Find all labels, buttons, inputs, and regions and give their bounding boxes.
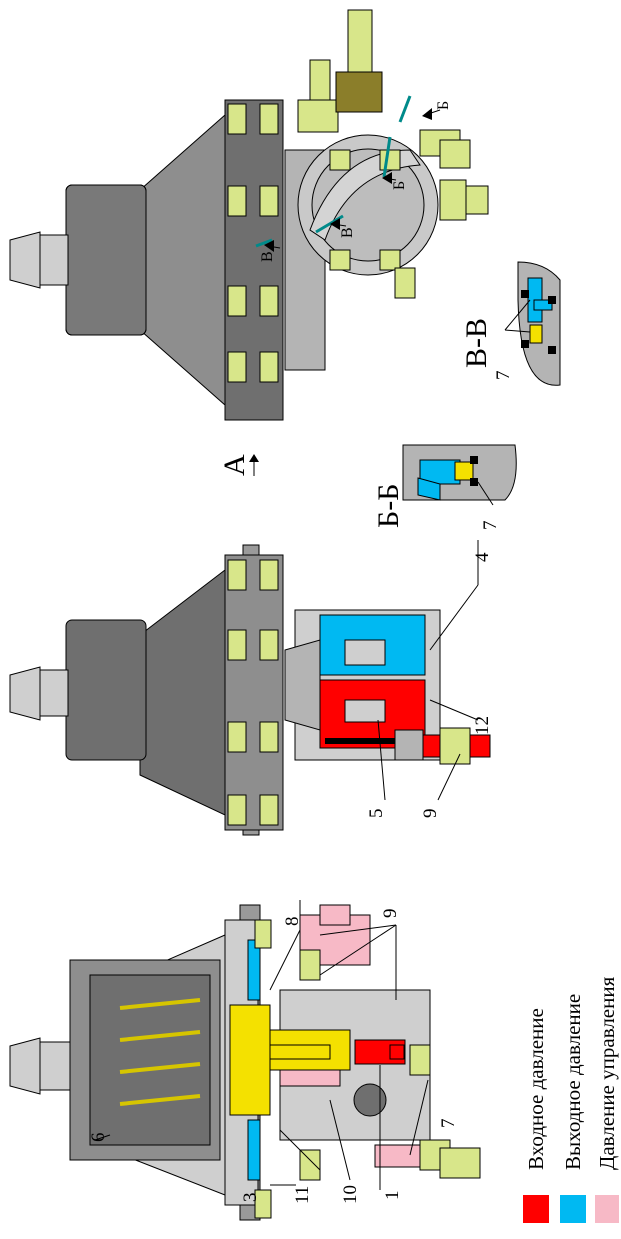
- label-9-mid: 9: [420, 809, 441, 819]
- label-7-vv: 7: [493, 371, 514, 381]
- section-bb-title: Б-Б: [372, 484, 405, 528]
- label-9-bottom: 9: [380, 909, 401, 919]
- legend: Входное давление Выходное давление Давле…: [523, 976, 619, 1223]
- label-3: 3: [240, 1193, 261, 1203]
- view-a-arrow: А: [218, 454, 259, 476]
- label-4: 4: [472, 552, 493, 562]
- cut-mark-b1: Б: [435, 101, 452, 110]
- label-12: 12: [472, 716, 493, 735]
- top-view: Б Б В В: [9, 9, 489, 421]
- legend-input-text: Входное давление: [524, 1008, 548, 1170]
- label-7-bb: 7: [480, 521, 501, 531]
- middle-view: [9, 540, 491, 836]
- legend-swatch-input: [523, 1195, 549, 1223]
- label-8: 8: [282, 917, 303, 927]
- view-a-title: А: [218, 454, 251, 476]
- label-1: 1: [382, 1191, 403, 1201]
- cut-mark-v1: В: [339, 227, 356, 238]
- cut-mark-v2: В: [259, 251, 276, 262]
- cut-mark-b2: Б: [391, 181, 408, 190]
- legend-output-text: Выходное давление: [561, 994, 585, 1170]
- section-vv: В-В 7: [460, 261, 561, 386]
- label-10: 10: [340, 1185, 361, 1204]
- label-11: 11: [292, 1186, 313, 1204]
- label-6: 6: [88, 1133, 109, 1143]
- bottom-view: [9, 900, 481, 1221]
- legend-control-text: Давление управления: [595, 976, 619, 1170]
- section-vv-title: В-В: [460, 318, 493, 368]
- label-7-bottom: 7: [438, 1119, 459, 1129]
- legend-swatch-control: [595, 1195, 619, 1223]
- label-5: 5: [366, 809, 387, 819]
- legend-swatch-output: [560, 1195, 586, 1223]
- section-bb: Б-Б 7: [372, 444, 517, 531]
